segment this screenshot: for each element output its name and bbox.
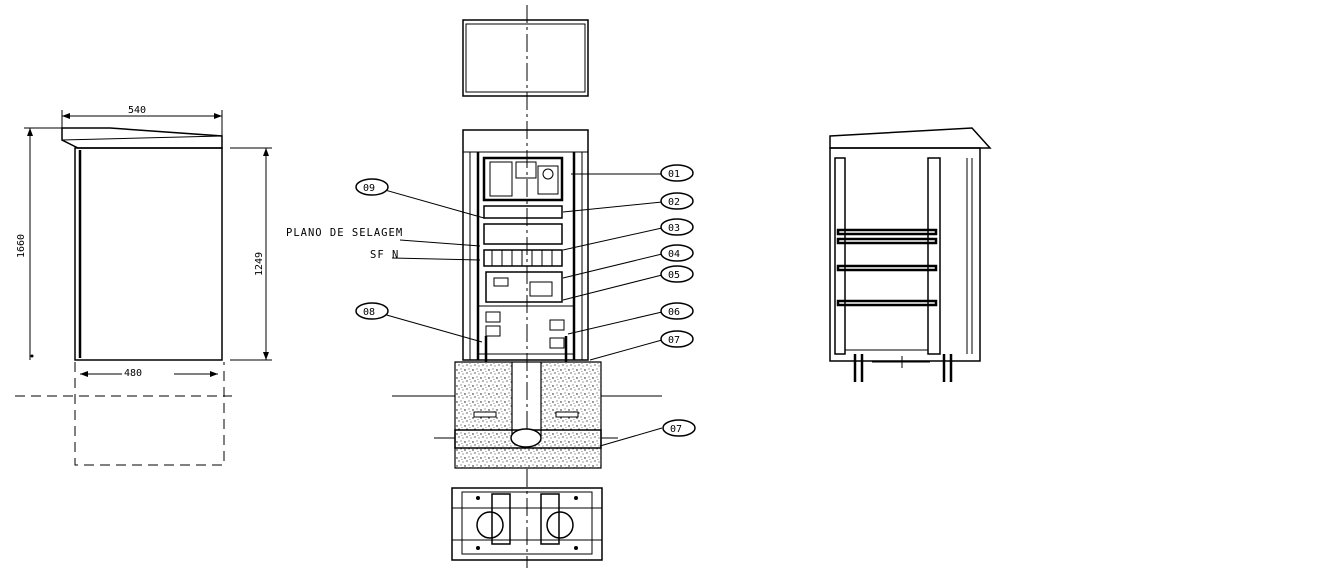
front-section-view: PLANO DE SELAGEM SF N — [286, 5, 663, 568]
seal-plane-label: PLANO DE SELAGEM — [286, 227, 403, 239]
dim-total-height: 1660 — [16, 234, 27, 258]
callout-02: 02 — [660, 192, 694, 210]
callout-01: 01 — [660, 164, 694, 182]
svg-text:07: 07 — [670, 424, 682, 435]
bottom-plan-view — [451, 487, 603, 561]
svg-text:06: 06 — [668, 307, 680, 318]
callout-08: 08 — [355, 302, 389, 320]
callout-07: 07 — [660, 330, 694, 348]
callout-03: 03 — [660, 218, 694, 236]
callout-04: 04 — [660, 244, 694, 262]
svg-text:03: 03 — [668, 223, 680, 234]
svg-text:04: 04 — [668, 249, 680, 260]
svg-text:01: 01 — [668, 169, 680, 180]
right-side-view — [829, 127, 992, 382]
dim-cabinet-height: 1249 — [254, 252, 265, 276]
callout-07-base: 07 — [662, 419, 696, 437]
svg-text:09: 09 — [363, 183, 375, 194]
callout-09: 09 — [355, 178, 389, 196]
callout-05: 05 — [660, 265, 694, 283]
callout-06: 06 — [660, 302, 694, 320]
svg-text:02: 02 — [668, 197, 680, 208]
svg-text:08: 08 — [363, 307, 375, 318]
left-side-view: 540 1660 1249 480 — [15, 105, 272, 466]
svg-text:05: 05 — [668, 270, 680, 281]
svg-text:07: 07 — [668, 335, 680, 346]
dim-base-width: 480 — [124, 368, 142, 379]
seal-sub-label: SF N — [370, 249, 399, 261]
dim-top-width: 540 — [128, 105, 146, 116]
